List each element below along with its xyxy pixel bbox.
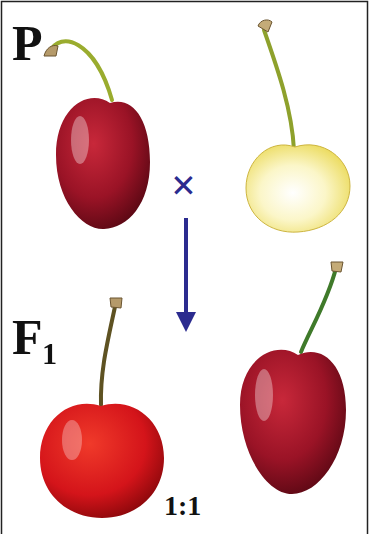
generation-label: F₁ bbox=[12, 312, 58, 362]
stem-tip bbox=[110, 298, 122, 308]
cross-symbol: × bbox=[171, 164, 196, 208]
highlight bbox=[62, 420, 82, 460]
stem-tip bbox=[331, 262, 343, 272]
red-cherry bbox=[240, 350, 346, 494]
highlight bbox=[71, 116, 89, 164]
label-holder: × bbox=[171, 164, 196, 208]
red-cherry bbox=[56, 98, 150, 229]
label-holder: F₁ bbox=[12, 312, 58, 362]
red-cherry bbox=[40, 404, 164, 518]
stem-tip bbox=[44, 45, 58, 56]
stem-tip bbox=[258, 20, 272, 32]
cherry-stem bbox=[301, 268, 336, 352]
yellow-cherry bbox=[246, 145, 350, 232]
label-holder: P bbox=[12, 18, 43, 68]
cross-arrow bbox=[184, 218, 188, 318]
highlight bbox=[255, 369, 273, 421]
generation-label: P bbox=[12, 18, 43, 68]
ratio-label: 1:1 bbox=[164, 492, 201, 520]
arrow-head bbox=[176, 312, 196, 332]
cherry-stem bbox=[264, 30, 294, 150]
label-holder: 1:1 bbox=[164, 492, 201, 520]
cherry-stem bbox=[101, 302, 116, 405]
cherry-stem bbox=[50, 41, 112, 100]
